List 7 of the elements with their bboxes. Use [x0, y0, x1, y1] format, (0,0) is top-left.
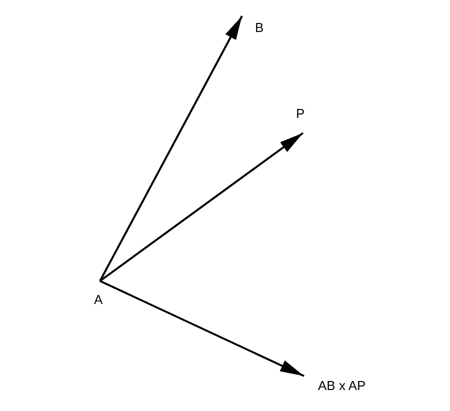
point-label: P	[296, 106, 305, 122]
vector-arrow	[99, 132, 304, 282]
point-label: A	[94, 292, 103, 308]
vector-arrow	[100, 280, 304, 377]
point-label: AB x AP	[318, 378, 366, 394]
point-label: B	[255, 20, 264, 36]
vector-arrow	[99, 16, 243, 282]
